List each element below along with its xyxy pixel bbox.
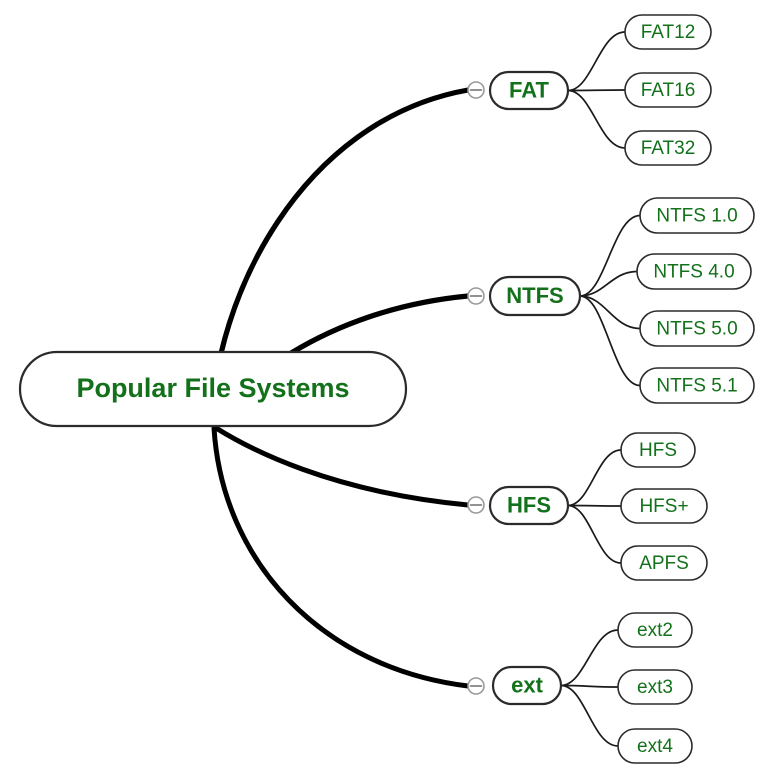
connector-fat-fat32 (567, 89, 626, 149)
leaf-node-ntfs-5-1[interactable]: NTFS 5.1 (639, 367, 755, 404)
leaf-node-hfs[interactable]: HFS (620, 432, 696, 468)
leaf-node-ext4-shape (617, 728, 693, 764)
branch-node-hfs-label: HFS (507, 492, 551, 517)
branch-node-ext-shape (491, 665, 563, 706)
toggle-group (467, 81, 485, 695)
leaf-node-fat16[interactable]: FAT16 (624, 72, 712, 108)
leaf-node-ntfs-1-0[interactable]: NTFS 1.0 (639, 197, 755, 234)
branch-path-ext (211, 425, 471, 689)
connector-ext-ext2 (560, 629, 619, 687)
leaf-node-ext3-label: ext3 (637, 677, 673, 698)
leaf-node-ext4-label: ext4 (637, 736, 673, 757)
leaf-node-ntfs-5-0-label: NTFS 5.0 (656, 319, 737, 340)
leaf-node-ext2-label: ext2 (637, 620, 673, 641)
leaf-node-fat32[interactable]: FAT32 (624, 130, 712, 166)
branch-node-ext-label: ext (511, 672, 543, 697)
leaf-connector-group (560, 31, 641, 747)
leaf-node-ntfs-5-0[interactable]: NTFS 5.0 (639, 310, 755, 347)
branch-node-hfs[interactable]: HFS (488, 485, 570, 526)
leaf-node-hfs--label: HFS+ (639, 496, 688, 517)
leaf-node-ext2[interactable]: ext2 (617, 612, 693, 648)
leaf-node-ntfs-4-0-shape (636, 253, 752, 290)
leaf-node-apfs-shape (620, 545, 708, 581)
branch-node-ext[interactable]: ext (491, 665, 563, 706)
branch-node-fat-shape (488, 70, 570, 111)
leaf-node-ntfs-1-0-shape (639, 197, 755, 234)
nodes-group: Popular File Systems FAT FAT12FAT16FAT32NT… (18, 14, 755, 764)
branch-node-fat[interactable]: FAT (488, 70, 570, 111)
branch-node-ntfs-label: NTFS (506, 283, 563, 308)
leaf-node-ext3[interactable]: ext3 (617, 669, 693, 705)
leaf-node-hfs-[interactable]: HFS+ (620, 488, 708, 524)
connector-ntfs-ntfs-5-1 (579, 295, 641, 387)
leaf-node-ntfs-1-0-label: NTFS 1.0 (656, 206, 737, 227)
leaf-node-fat12-shape (624, 14, 712, 50)
leaf-node-ntfs-4-0-label: NTFS 4.0 (653, 262, 734, 283)
leaf-node-ext2-shape (617, 612, 693, 648)
leaf-node-fat16-label: FAT16 (641, 80, 696, 101)
collapse-minus-icon-hfs[interactable] (467, 496, 485, 514)
leaf-node-fat16-shape (624, 72, 712, 108)
leaf-node-ntfs-5-1-shape (639, 367, 755, 404)
collapse-minus-icon-fat[interactable] (467, 81, 485, 99)
leaf-node-ntfs-4-0[interactable]: NTFS 4.0 (636, 253, 752, 290)
leaf-node-ntfs-5-1-label: NTFS 5.1 (656, 376, 737, 397)
root-node-shape (18, 350, 408, 428)
connector-ext-ext3 (560, 684, 619, 688)
branch-node-ntfs[interactable]: NTFS (488, 275, 582, 317)
connector-hfs-apfs (567, 504, 622, 564)
leaf-node-hfs-shape (620, 432, 696, 468)
leaf-node-fat32-label: FAT32 (641, 138, 696, 159)
leaf-node-fat12[interactable]: FAT12 (624, 14, 712, 50)
branch-node-fat-label: FAT (509, 77, 549, 102)
leaf-node-apfs-label: APFS (639, 553, 689, 574)
connector-fat-fat16 (567, 89, 626, 92)
leaf-node-apfs[interactable]: APFS (620, 545, 708, 581)
root-node[interactable]: Popular File Systems (18, 350, 408, 428)
branch-node-ntfs-shape (488, 275, 582, 317)
leaf-node-ext3-shape (617, 669, 693, 705)
connector-hfs-hfs- (567, 504, 622, 507)
leaf-node-hfs--shape (620, 488, 708, 524)
leaf-node-fat32-shape (624, 130, 712, 166)
connector-fat-fat12 (567, 31, 626, 92)
branch-node-hfs-shape (488, 485, 570, 526)
collapse-minus-icon-ntfs[interactable] (467, 287, 485, 305)
leaf-node-hfs-label: HFS (639, 440, 677, 461)
connector-ntfs-ntfs-1-0 (579, 214, 641, 297)
connector-ntfs-ntfs-5-0 (579, 295, 641, 330)
branch-path-hfs (213, 425, 471, 508)
leaf-node-ext4[interactable]: ext4 (617, 728, 693, 764)
collapse-minus-icon-ext[interactable] (467, 677, 485, 695)
root-node-label: Popular File Systems (76, 373, 349, 403)
connector-ext-ext4 (560, 684, 619, 747)
connector-ntfs-ntfs-4-0 (579, 270, 638, 297)
leaf-node-ntfs-5-0-shape (639, 310, 755, 347)
connector-hfs-hfs (567, 449, 622, 507)
leaf-node-fat12-label: FAT12 (641, 22, 696, 43)
